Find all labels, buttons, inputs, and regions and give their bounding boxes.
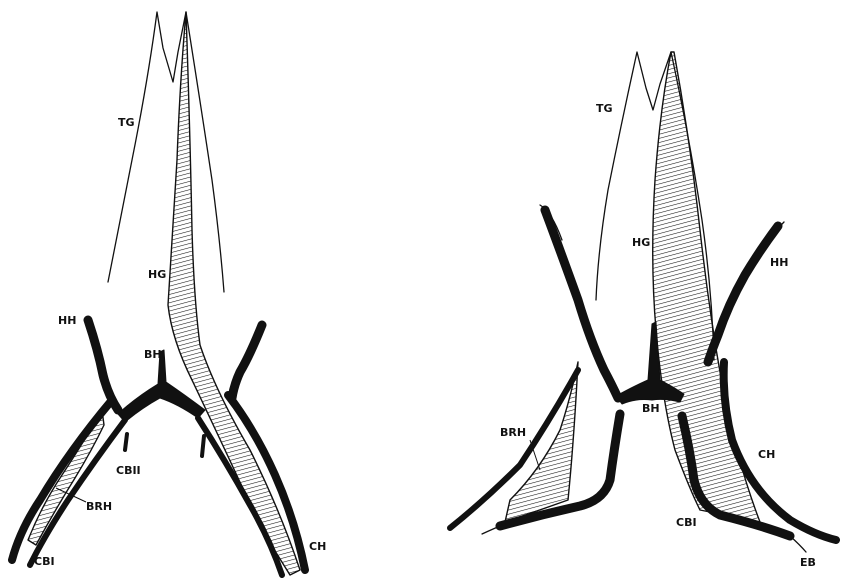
left-label-tg: TG [118, 116, 135, 129]
left-label-hh: HH [58, 314, 76, 327]
right-hyoid-horn-left [545, 210, 618, 398]
right-label-cbi: CBI [676, 516, 697, 529]
left-diagram: TG HG HH BH CBII BRH CBI CH [12, 12, 326, 575]
right-label-hg: HG [632, 236, 650, 249]
right-diagram: TG HG HH BH BRH CH CBI EB [450, 52, 836, 569]
left-label-ch: CH [309, 540, 326, 553]
right-hyoid-horn-right [708, 226, 778, 362]
left-label-hg: HG [148, 268, 166, 281]
left-label-brh: BRH [86, 500, 112, 513]
right-hypoglossal-bone [653, 52, 760, 522]
right-label-hh: HH [770, 256, 788, 269]
right-label-eb: EB [800, 556, 816, 569]
right-label-bh: BH [642, 402, 660, 415]
left-tongue-outline [108, 12, 224, 292]
right-label-brh: BRH [500, 426, 526, 439]
left-label-bh: BH [144, 348, 162, 361]
right-label-tg: TG [596, 102, 613, 115]
left-cbii-mark [125, 434, 127, 450]
right-label-ch: CH [758, 448, 775, 461]
left-label-cbii: CBII [116, 464, 141, 477]
left-hyoid-horn-right [232, 325, 262, 398]
left-small-mark [202, 436, 204, 456]
left-branchiohyal-hatch [28, 410, 104, 545]
left-label-cbi: CBI [34, 555, 55, 568]
right-eb-tip [790, 536, 806, 552]
